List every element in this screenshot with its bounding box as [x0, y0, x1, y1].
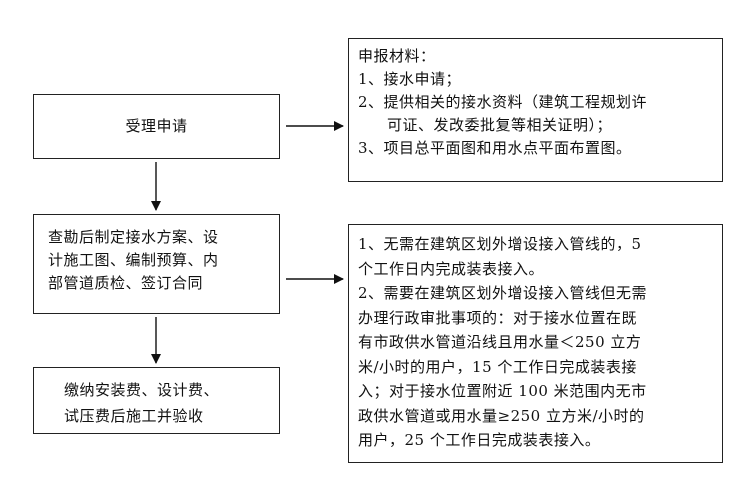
timeline-line: 2、需要在建筑区划外增设接入管线但无需	[358, 284, 648, 302]
step-survey-line: 查勘后制定接水方案、设	[48, 228, 219, 246]
timeline-line: 政供水管道或用水量≥250 立方米/小时的	[358, 406, 645, 425]
materials-item-continued: 可证、发改委批复等相关证明）；	[387, 116, 613, 134]
step-pay-line: 缴纳安装费、设计费、	[64, 381, 220, 399]
materials-item: 3、项目总平面图和用水点平面布置图。	[358, 139, 632, 157]
step-accept-box: 受理申请	[33, 94, 280, 159]
step-survey-box: 查勘后制定接水方案、设 计施工图、编制预算、内 部管道质检、签订合同	[33, 214, 280, 314]
timeline-line: 办理行政审批事项的：对于接水位置在既	[358, 308, 638, 327]
step-pay-box: 缴纳安装费、设计费、 试压费后施工并验收	[33, 367, 280, 434]
materials-text: 申报材料： 1、接水申请； 2、提供相关的接水资料（建筑工程规划许 可证、发改委…	[358, 45, 647, 160]
timeline-line: 个工作日内完成装表接入。	[358, 259, 545, 278]
materials-item: 2、提供相关的接水资料（建筑工程规划许	[358, 93, 648, 111]
step-survey-line: 部管道质检、签订合同	[48, 274, 204, 292]
materials-box: 申报材料： 1、接水申请； 2、提供相关的接水资料（建筑工程规划许 可证、发改委…	[348, 38, 723, 182]
timeline-box: 1、无需在建筑区划外增设接入管线的，5 个工作日内完成装表接入。 2、需要在建筑…	[348, 224, 723, 463]
timeline-text: 1、无需在建筑区划外增设接入管线的，5 个工作日内完成装表接入。 2、需要在建筑…	[358, 232, 647, 453]
timeline-line: 入；对于接水位置附近 100 米范围内无市	[358, 382, 647, 400]
materials-title: 申报材料：	[358, 47, 436, 65]
step-pay-line: 试压费后施工并验收	[64, 407, 204, 425]
step-pay-text: 缴纳安装费、设计费、 试压费后施工并验收	[64, 377, 219, 429]
timeline-line: 1、无需在建筑区划外增设接入管线的，5	[358, 235, 642, 253]
materials-item: 1、接水申请；	[358, 70, 462, 88]
step-survey-line: 计施工图、编制预算、内	[48, 251, 219, 269]
step-accept-label: 受理申请	[125, 117, 188, 135]
timeline-line: 有市政供水管道沿线且用水量＜250 立方	[358, 333, 642, 351]
timeline-line: 米/小时的用户，15 个工作日完成装表接	[358, 357, 637, 376]
timeline-line: 用户，25 个工作日完成装表接入。	[358, 431, 601, 449]
step-survey-text: 查勘后制定接水方案、设 计施工图、编制预算、内 部管道质检、签订合同	[48, 226, 219, 295]
